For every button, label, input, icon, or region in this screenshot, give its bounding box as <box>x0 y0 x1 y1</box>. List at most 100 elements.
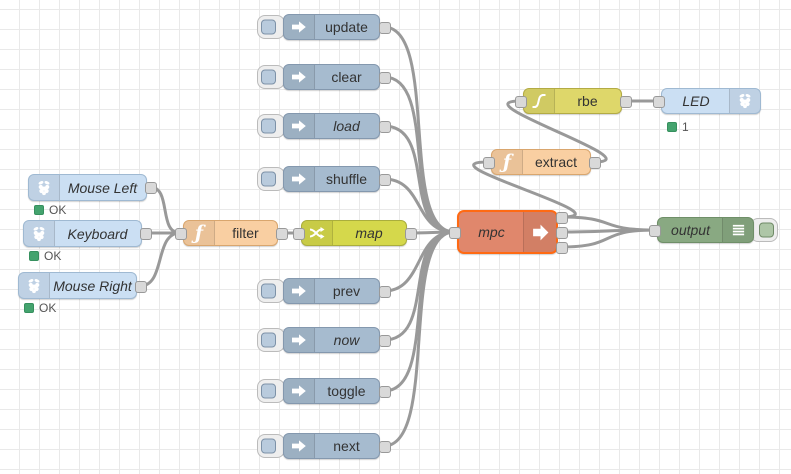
wire-mpc-output-1[interactable] <box>559 215 656 232</box>
status-mouse-left: OK <box>34 203 66 217</box>
port-in-extract[interactable] <box>483 157 495 169</box>
port-out-load[interactable] <box>379 121 391 133</box>
wire-clear-mpc[interactable] <box>382 75 456 234</box>
port-in-output[interactable] <box>649 225 661 237</box>
node-output[interactable]: output <box>657 217 754 243</box>
inject-arrow-icon <box>284 15 315 39</box>
raspberry-pi-icon <box>29 175 60 200</box>
node-label: clear <box>331 69 362 85</box>
inject-arrow-icon <box>284 379 315 403</box>
node-load[interactable]: load <box>283 113 380 139</box>
port-out-now[interactable] <box>379 335 391 347</box>
wire-mpc-output-3[interactable] <box>559 228 656 249</box>
node-label: output <box>671 222 710 238</box>
inject-button-now[interactable] <box>257 328 285 352</box>
port-in-filter[interactable] <box>175 228 187 240</box>
inject-arrow-icon <box>284 167 315 191</box>
port-out-rbe[interactable] <box>620 96 632 108</box>
node-rbe[interactable]: rbe <box>523 88 622 114</box>
node-label: load <box>333 118 360 134</box>
status-text: OK <box>39 301 57 315</box>
node-prev[interactable]: prev <box>283 278 380 304</box>
port-in-mpc[interactable] <box>449 227 461 239</box>
status-dot-icon <box>667 122 677 132</box>
inject-button-toggle[interactable] <box>257 379 285 403</box>
wire-toggle-mpc[interactable] <box>382 230 456 393</box>
arrow-right-icon <box>523 212 556 252</box>
port-out-mouse-left[interactable] <box>145 182 157 194</box>
port-out-update[interactable] <box>379 22 391 34</box>
wire-mpc-extract[interactable] <box>472 160 577 219</box>
node-update[interactable]: update <box>283 14 380 40</box>
node-label: prev <box>332 283 361 299</box>
debug-list-icon <box>722 218 753 242</box>
node-extract[interactable]: ƒ extract <box>491 149 591 175</box>
node-label: now <box>333 332 360 348</box>
inject-button-shuffle[interactable] <box>257 167 285 191</box>
shuffle-icon <box>302 221 333 245</box>
port-out-filter[interactable] <box>276 228 288 240</box>
inject-button-prev[interactable] <box>257 279 285 303</box>
status-text: OK <box>44 249 62 263</box>
wire-extract-rbe[interactable] <box>506 99 608 164</box>
node-mpc[interactable]: mpc <box>457 210 558 254</box>
node-mouse-left[interactable]: Mouse Left <box>28 174 147 201</box>
node-label: update <box>325 19 368 35</box>
port-out-shuffle[interactable] <box>379 174 391 186</box>
port-out-mpc-3[interactable] <box>556 242 568 254</box>
raspberry-pi-icon <box>24 221 55 246</box>
node-led[interactable]: LED <box>661 88 761 114</box>
inject-arrow-icon <box>284 434 315 458</box>
status-dot-icon <box>29 251 39 261</box>
node-next[interactable]: next <box>283 433 380 459</box>
port-in-map[interactable] <box>293 228 305 240</box>
port-out-toggle[interactable] <box>379 386 391 398</box>
node-keyboard[interactable]: Keyboard <box>23 220 142 247</box>
inject-arrow-icon <box>284 114 315 138</box>
status-led: 1 <box>667 120 689 134</box>
node-clear[interactable]: clear <box>283 64 380 90</box>
inject-button-load[interactable] <box>257 114 285 138</box>
node-label: LED <box>682 93 710 109</box>
port-out-keyboard[interactable] <box>140 228 152 240</box>
status-dot-icon <box>34 205 44 215</box>
status-dot-icon <box>24 303 34 313</box>
inject-button-next[interactable] <box>257 434 285 458</box>
port-out-clear[interactable] <box>379 72 391 84</box>
wire-shuffle-mpc[interactable] <box>382 177 456 234</box>
wire-next-mpc[interactable] <box>382 230 456 448</box>
node-label: Mouse Left <box>67 179 138 196</box>
raspberry-pi-icon <box>729 89 760 113</box>
port-out-mouse-right[interactable] <box>135 281 147 293</box>
status-text: OK <box>49 203 67 217</box>
port-out-prev[interactable] <box>379 286 391 298</box>
node-label: filter <box>232 225 259 241</box>
inject-arrow-icon <box>284 65 315 89</box>
raspberry-pi-icon <box>19 273 50 298</box>
status-mouse-right: OK <box>24 301 56 315</box>
node-label: rbe <box>577 93 598 109</box>
wire-update-mpc[interactable] <box>382 25 456 234</box>
debug-toggle-button[interactable] <box>750 218 778 242</box>
port-out-mpc-2[interactable] <box>556 227 568 239</box>
port-in-rbe[interactable] <box>515 96 527 108</box>
wire-mouseright-filter[interactable] <box>138 231 182 288</box>
port-out-extract[interactable] <box>589 157 601 169</box>
node-now[interactable]: now <box>283 327 380 353</box>
port-in-led[interactable] <box>653 96 665 108</box>
port-out-mpc-1[interactable] <box>556 212 568 224</box>
node-label: next <box>333 438 360 454</box>
port-out-next[interactable] <box>379 441 391 453</box>
status-keyboard: OK <box>29 249 61 263</box>
node-filter[interactable]: ƒ filter <box>183 220 278 246</box>
inject-button-clear[interactable] <box>257 65 285 89</box>
node-map[interactable]: map <box>301 220 407 246</box>
node-label: mpc <box>478 224 505 240</box>
port-out-map[interactable] <box>405 228 417 240</box>
node-mouse-right[interactable]: Mouse Right <box>18 272 137 299</box>
inject-button-update[interactable] <box>257 15 285 39</box>
node-toggle[interactable]: toggle <box>283 378 380 404</box>
inject-arrow-icon <box>284 328 315 352</box>
node-shuffle[interactable]: shuffle <box>283 166 380 192</box>
